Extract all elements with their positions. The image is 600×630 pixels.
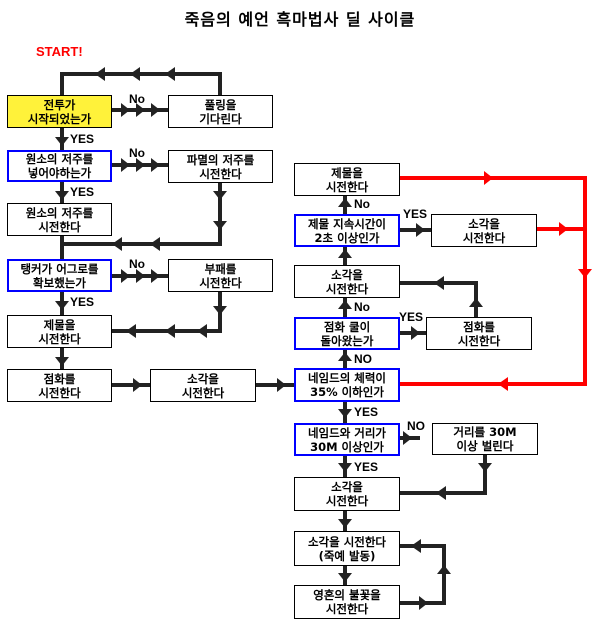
edge-label-yes-6: YES xyxy=(354,405,379,419)
node-soul-fire: 영혼의 불꽃을 시전한다 xyxy=(294,585,400,619)
node-doom-curse: 파멸의 저주를 시전한다 xyxy=(168,150,273,183)
node-incinerate-right: 소각을 시전한다 xyxy=(431,214,537,247)
edge-label-no-2: No xyxy=(129,146,145,160)
node-battle-started: 전투가 시작되었는가 xyxy=(7,95,112,128)
edge-label-no-6: NO xyxy=(354,352,372,366)
edge-label-no-4: No xyxy=(354,197,370,211)
node-tank-aggro: 탱커가 어그로를 확보했는가 xyxy=(7,259,112,292)
node-incinerate-left: 소각을 시전한다 xyxy=(150,369,256,402)
edge-label-yes-4: YES xyxy=(403,207,428,221)
edge-label-yes-3: YES xyxy=(70,295,95,309)
loop-wait-line xyxy=(60,72,222,95)
node-sacrifice-left: 제물을 시전한다 xyxy=(7,315,112,348)
node-element-curse: 원소의 저주를 시전한다 xyxy=(7,203,112,236)
node-sacrifice-right: 제물을 시전한다 xyxy=(294,163,400,196)
node-move-away: 거리를 30M 이상 벌린다 xyxy=(432,423,538,455)
edge-label-yes-5: YES xyxy=(399,310,424,324)
node-immolate-ended: 점화 쿨이 돌아왔는가 xyxy=(294,317,400,350)
node-element-curse-needed: 원소의 저주를 넣어야하는가 xyxy=(7,150,112,182)
edge-label-no-1: No xyxy=(129,92,145,106)
edge-label-no-7: NO xyxy=(407,419,425,433)
loop-soulfire-line xyxy=(400,544,446,605)
diagram-title: 죽음의 예언 흑마법사 딜 사이클 xyxy=(184,10,416,29)
node-corruption: 부패를 시전한다 xyxy=(168,259,273,292)
start-label: START! xyxy=(36,44,83,59)
back-line-2 xyxy=(400,454,487,495)
node-wait-pulling: 풀링을 기다린다 xyxy=(168,95,273,128)
node-incinerate-mid: 소각을 시전한다 xyxy=(294,265,400,298)
node-incinerate-low: 소각을 시전한다 xyxy=(294,477,400,511)
node-boss-distance: 네임드와 거리가 30M 이상인가 xyxy=(294,423,400,456)
node-boss-hp: 네임드의 체력이 35% 이하인가 xyxy=(294,368,400,402)
edge-label-yes-1: YES xyxy=(70,132,95,146)
edge-label-no-3: No xyxy=(129,257,145,271)
node-sacrifice-duration: 제물 지속시간이 2초 이상인가 xyxy=(294,214,400,247)
edge-label-yes-7: YES xyxy=(354,460,379,474)
edge-label-no-5: No xyxy=(354,300,370,314)
node-incinerate-death: 소각을 시전한다 (죽예 발동) xyxy=(294,531,400,566)
node-immolate-left: 점화를 시전한다 xyxy=(7,369,112,402)
edge-label-yes-2: YES xyxy=(70,185,95,199)
node-immolate-right: 점화를 시전한다 xyxy=(426,317,532,350)
merge-line-2 xyxy=(112,292,222,333)
